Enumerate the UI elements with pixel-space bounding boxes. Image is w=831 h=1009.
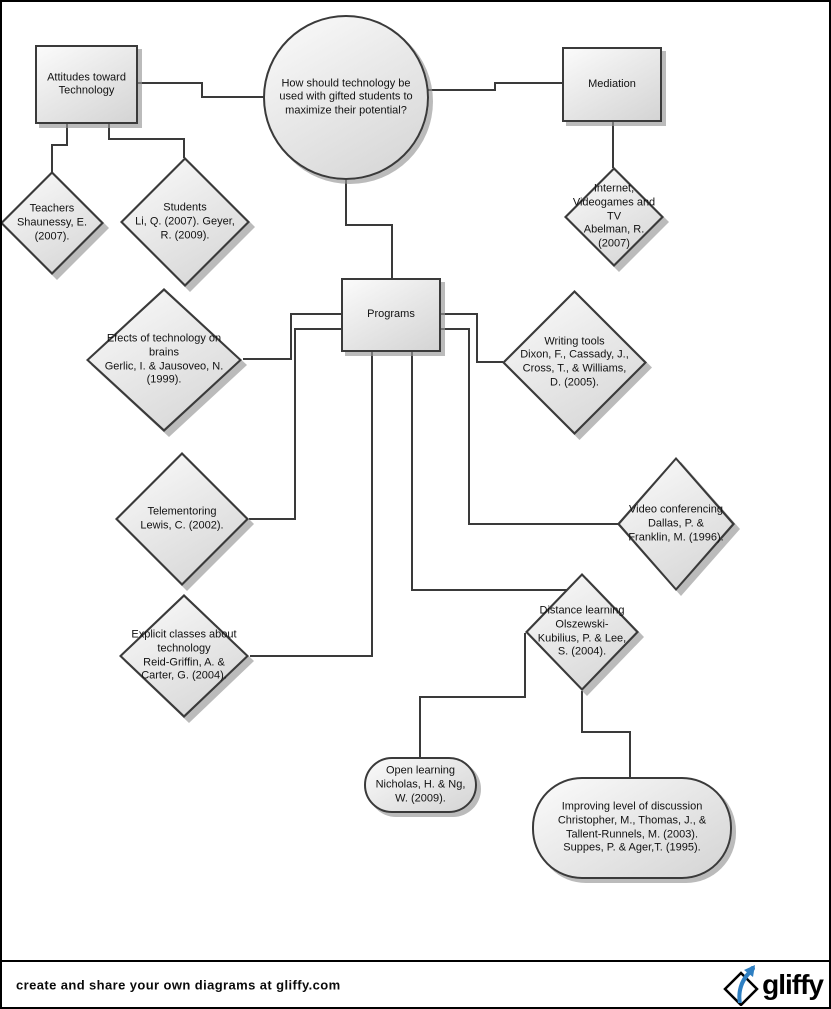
node-programs: Programs: [341, 278, 441, 352]
node-label: Open learning Nicholas, H. & Ng, W. (200…: [375, 764, 466, 804]
node-label: Internet, Videogames and TV Abelman, R. …: [572, 182, 656, 250]
node-improving-discussion: Improving level of discussion Christophe…: [532, 777, 732, 879]
node-writing-tools: Writing tools Dixon, F., Cassady, J., Cr…: [502, 290, 652, 440]
node-label: Attitudes toward Technology: [47, 70, 126, 97]
node-effects-technology-brains: Efects of technology on brains Gerlic, I…: [86, 288, 247, 437]
gliffy-wordmark: gliffy: [762, 968, 824, 1000]
node-label: Distance learning Olszewski- Kubilius, P…: [537, 604, 627, 658]
node-video-conferencing: Video conferencing Dallas, P. & Franklin…: [617, 457, 740, 596]
node-label: Programs: [367, 308, 415, 321]
node-open-learning: Open learning Nicholas, H. & Ng, W. (200…: [364, 757, 477, 813]
gliffy-logo[interactable]: gliffy: [722, 964, 824, 1006]
node-label: Mediation: [588, 77, 636, 90]
connector-attitudes-students: [108, 124, 185, 158]
node-label: Writing tools Dixon, F., Cassady, J., Cr…: [520, 335, 629, 389]
node-label: Explicit classes about technology Reid-G…: [131, 628, 237, 682]
node-explicit-classes: Explicit classes about technology Reid-G…: [119, 594, 254, 723]
gliffy-i-dot: [750, 965, 756, 971]
node-internet-videogames-tv: Internet, Videogames and TV Abelman, R. …: [564, 167, 669, 272]
connector-question-programs: [345, 180, 393, 279]
node-telementoring: Telementoring Lewis, C. (2002).: [115, 452, 254, 591]
connector-attitudes-question: [138, 82, 264, 98]
gliffy-diamond-arrow-icon: [723, 964, 759, 1006]
node-label: Students Li, Q. (2007). Geyer, R. (2009)…: [135, 201, 235, 241]
connector-programs-explicit: [250, 352, 373, 657]
footer-bar: create and share your own diagrams at gl…: [2, 960, 829, 1007]
node-label: Teachers Shaunessy, E. (2007).: [16, 202, 88, 242]
node-label: How should technology be used with gifte…: [279, 76, 413, 117]
node-label: Efects of technology on brains Gerlic, I…: [104, 332, 224, 386]
node-teachers: Teachers Shaunessy, E. (2007).: [2, 171, 109, 280]
connector-question-mediation: [428, 82, 562, 91]
node-label: Video conferencing Dallas, P. & Franklin…: [628, 503, 724, 543]
node-students: Students Li, Q. (2007). Geyer, R. (2009)…: [120, 157, 255, 292]
node-distance-learning: Distance learning Olszewski- Kubilius, P…: [525, 573, 644, 696]
node-mediation: Mediation: [562, 47, 662, 122]
node-label: Improving level of discussion Christophe…: [557, 800, 707, 854]
node-central-question: How should technology be used with gifte…: [263, 15, 429, 180]
connector-attitudes-teachers: [51, 124, 68, 172]
connector-distance-improving: [581, 691, 631, 778]
node-label: Telementoring Lewis, C. (2002).: [140, 505, 224, 531]
node-attitudes-toward-technology: Attitudes toward Technology: [35, 45, 138, 124]
gliffy-tagline: create and share your own diagrams at gl…: [16, 977, 341, 992]
